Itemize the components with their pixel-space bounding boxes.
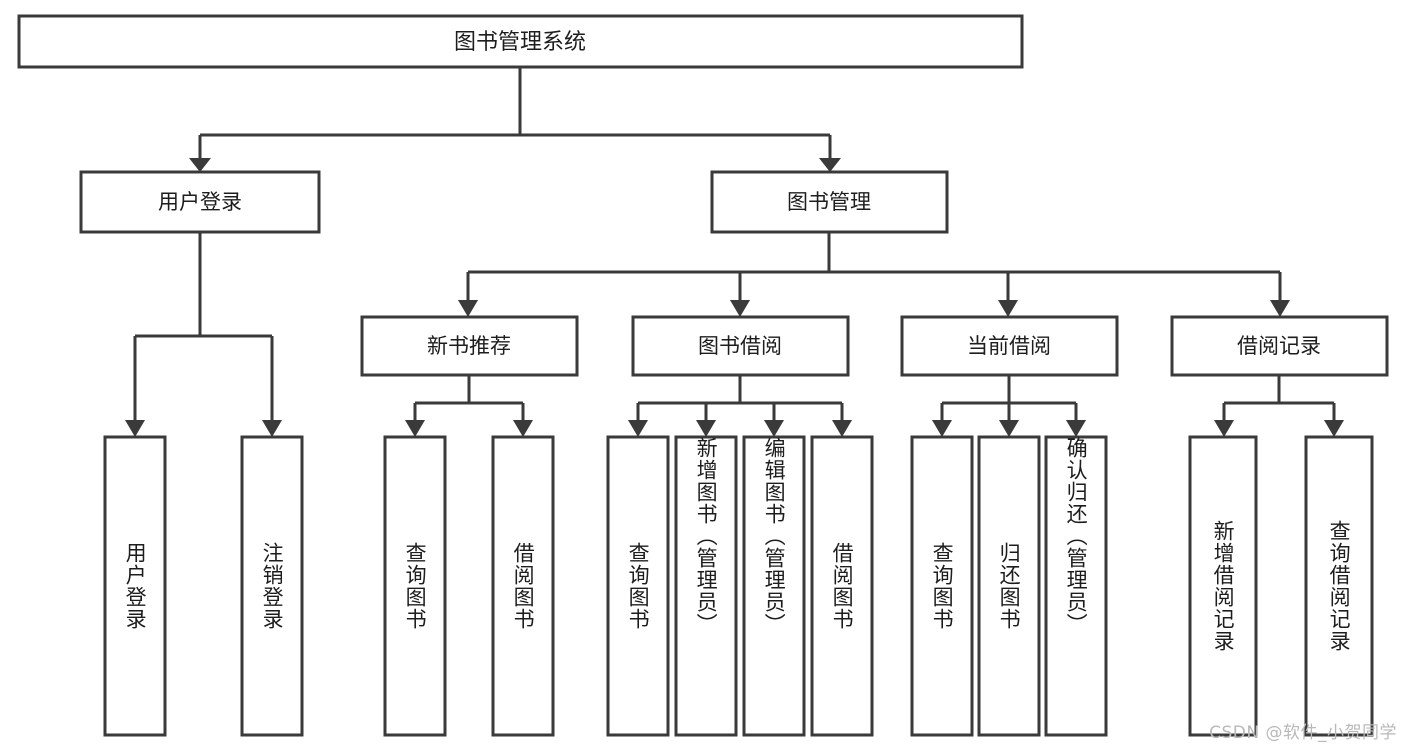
leaf-box-borrow-book-2[interactable] [810,435,874,737]
leaf-box-query-book-2[interactable] [606,435,670,737]
node-book-management[interactable]: 图书管理 [710,170,949,234]
arrowhead-leaf-return-book [999,420,1019,437]
arrowhead-user-login [189,158,211,172]
node-new-book-recommend-label: 新书推荐 [427,334,511,358]
node-book-borrow-label: 图书借阅 [698,334,782,358]
node-current-borrow[interactable]: 当前借阅 [900,315,1119,377]
arrowhead-current-borrow [998,300,1018,317]
leaf-box-edit-book[interactable] [742,435,806,737]
arrowhead-leaf-query-book-1 [405,420,425,437]
arrowhead-leaf-add-record [1214,420,1234,437]
node-book-management-label: 图书管理 [787,190,871,214]
arrowhead-leaf-borrow-book-1 [513,420,533,437]
arrowhead-leaf-query-book-2 [628,420,648,437]
leaf-box-add-book[interactable] [674,435,738,737]
node-new-book-recommend[interactable]: 新书推荐 [360,315,579,377]
node-user-login-label: 用户登录 [158,190,242,214]
node-root-label: 图书管理系统 [454,30,586,55]
arrowhead-book-mgmt [819,158,841,172]
arrowhead-leaf-user-login [125,420,145,437]
arrowhead-leaf-logout [262,420,282,437]
arrowhead-book-borrow [730,300,750,317]
arrowhead-leaf-query-record [1324,420,1344,437]
node-current-borrow-label: 当前借阅 [967,334,1051,358]
node-borrow-record[interactable]: 借阅记录 [1170,315,1389,377]
leaf-box-query-record[interactable] [1304,435,1374,737]
arrowhead-leaf-edit-book [764,420,784,437]
node-borrow-record-label: 借阅记录 [1237,334,1321,358]
arrowhead-leaf-borrow-book-2 [832,420,852,437]
leaf-box-confirm-return[interactable] [1044,435,1108,737]
node-user-login[interactable]: 用户登录 [79,170,321,234]
csdn-watermark: CSDN @软件_小贺同学 [1209,723,1397,743]
leaf-box-user-login[interactable] [103,435,167,737]
leaf-box-query-book-3[interactable] [910,435,974,737]
arrowhead-leaf-query-book-3 [932,420,952,437]
node-book-borrow[interactable]: 图书借阅 [631,315,850,377]
arrowhead-leaf-add-book [696,420,716,437]
arrowhead-new-book [458,300,478,317]
arrowhead-leaf-confirm-return [1066,420,1086,437]
leaf-box-add-record[interactable] [1188,435,1258,737]
arrowhead-borrow-record [1270,300,1290,317]
node-root[interactable]: 图书管理系统 [17,14,1024,69]
leaf-box-logout[interactable] [240,435,304,737]
leaf-box-return-book[interactable] [977,435,1041,737]
leaf-box-query-book-1[interactable] [383,435,447,737]
leaf-box-borrow-book-1[interactable] [491,435,555,737]
